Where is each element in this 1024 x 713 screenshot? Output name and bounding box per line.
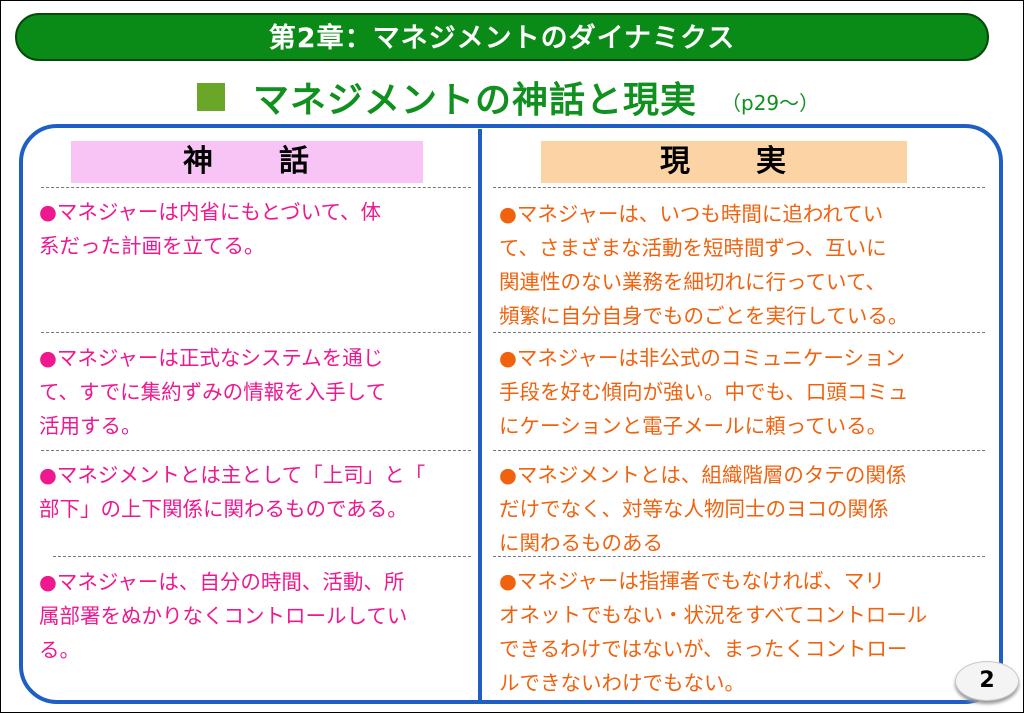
- green-square-icon: [197, 83, 225, 111]
- page-reference: （p29～）: [721, 90, 820, 115]
- reality-column-header: 現 実: [541, 141, 907, 183]
- chapter-banner: 第2章：マネジメントのダイナミクス: [15, 13, 989, 61]
- reality-cell-4: ●マネジャーは指揮者でもなければ、マリ オネットでもない・状況をすべてコントロー…: [499, 569, 928, 695]
- row-separator: [41, 332, 471, 333]
- page-number-badge: 2: [955, 661, 1019, 701]
- row-separator: [53, 556, 471, 557]
- row-separator: [493, 332, 985, 333]
- myth-cell-3: ●マネジメントとは主として「上司」と「 部下」の上下関係に関わるものである。: [39, 463, 426, 521]
- row-separator: [493, 187, 985, 188]
- row-separator: [493, 450, 985, 451]
- section-title-text: マネジメントの神話と現実: [253, 80, 698, 121]
- comparison-table-frame: [19, 124, 1003, 704]
- myth-cell-1: ●マネジャーは内省にもとづいて、体 系だった計画を立てる。: [39, 200, 381, 258]
- myth-cell-4: ●マネジャーは、自分の時間、活動、所 属部署をぬかりなくコントロールしてい る。: [39, 570, 408, 662]
- myth-cell-2: ●マネジャーは正式なシステムを通じ て、すでに集約ずみの情報を入手して 活用する…: [39, 346, 387, 438]
- row-separator: [493, 556, 985, 557]
- myth-column-header: 神 話: [71, 141, 423, 183]
- row-separator: [41, 187, 471, 188]
- reality-cell-2: ●マネジャーは非公式のコミュニケーション 手段を好む傾向が強い。中でも、口頭コミ…: [499, 346, 909, 438]
- row-separator: [41, 450, 471, 451]
- reality-cell-1: ●マネジャーは、いつも時間に追われてい て、さまざまな活動を短時間ずつ、互いに …: [499, 202, 909, 328]
- column-divider: [478, 129, 482, 701]
- section-title: マネジメントの神話と現実 （p29～）: [197, 69, 819, 125]
- reality-cell-3: ●マネジメントとは、組織階層のタテの関係 だけでなく、対等な人物同士のヨコの関係…: [499, 463, 907, 555]
